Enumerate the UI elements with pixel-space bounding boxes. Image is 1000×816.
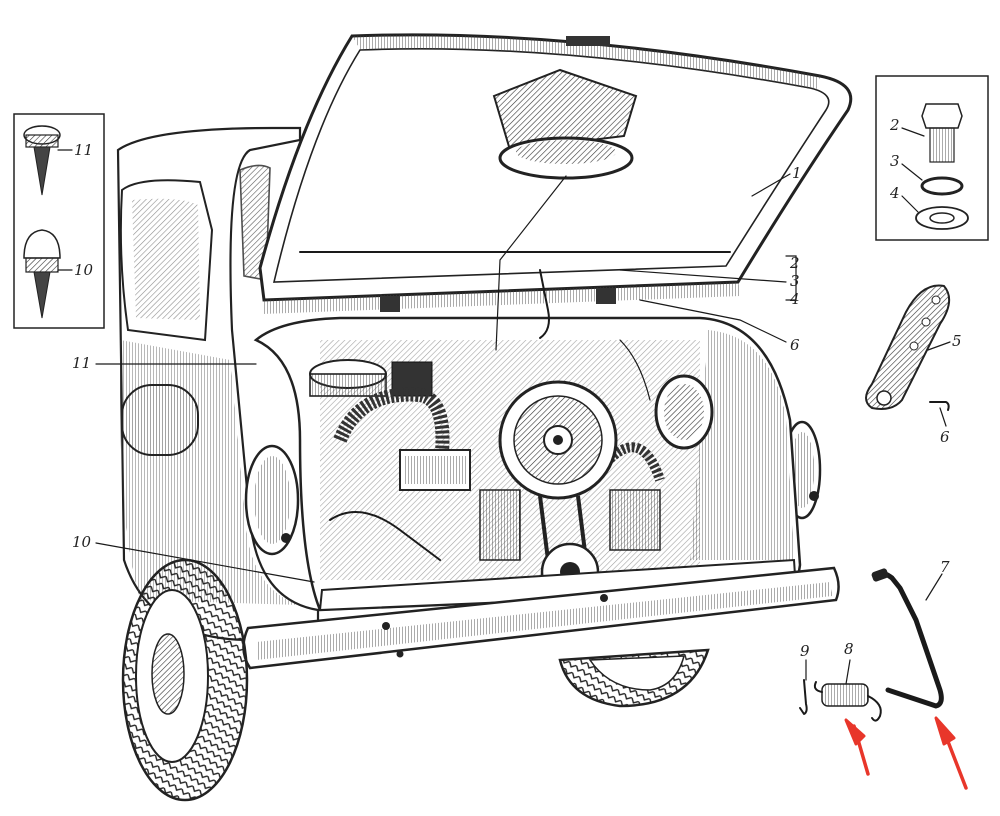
inset-label-2: 2: [889, 116, 900, 134]
spring-washer-part: [920, 176, 964, 196]
engine-lid: [258, 33, 853, 351]
engine-assembly: [309, 339, 714, 602]
inset-label-11: 11: [74, 141, 93, 159]
leader-lines: [95, 173, 951, 685]
red-arrow-spring: [844, 718, 870, 776]
inset-buffers-box: 11 10: [13, 113, 105, 329]
label-1: 1: [792, 164, 802, 182]
red-arrow-prop-rod: [934, 716, 968, 790]
label-4: 4: [789, 290, 800, 308]
inset-label-3: 3: [890, 152, 900, 170]
car-body: [116, 126, 840, 802]
small-pin-part: [929, 401, 950, 411]
label-6-bracket: 6: [790, 336, 800, 354]
inset-fasteners-box: 2 3 4: [875, 75, 989, 241]
label-10: 10: [72, 533, 92, 551]
label-8: 8: [844, 640, 854, 658]
annotation-arrows: [844, 716, 968, 790]
hinge-part: [865, 284, 951, 410]
label-6-pin: 6: [940, 428, 950, 446]
inset-label-4: 4: [889, 184, 900, 202]
label-5: 5: [952, 332, 962, 350]
buffer-11-part: [23, 125, 61, 196]
label-11: 11: [72, 354, 91, 372]
bolt-part: [921, 103, 963, 163]
lid-lamp: [492, 68, 638, 180]
callout-labels: 1 2 3 4 6 5 6 11 10 7 8 9: [72, 164, 962, 660]
flat-washer-part: [915, 206, 969, 230]
buffer-10-part: [23, 229, 61, 319]
label-9: 9: [800, 642, 810, 660]
label-2: 2: [789, 254, 800, 272]
label-3: 3: [790, 272, 800, 290]
right-rear-wheel: [558, 648, 710, 708]
left-rear-wheel: [121, 558, 249, 802]
label-7: 7: [940, 558, 950, 576]
spring-part: [813, 681, 882, 722]
inset-label-10: 10: [74, 261, 94, 279]
clip-part: [799, 679, 808, 715]
prop-rod-part: [873, 570, 944, 709]
